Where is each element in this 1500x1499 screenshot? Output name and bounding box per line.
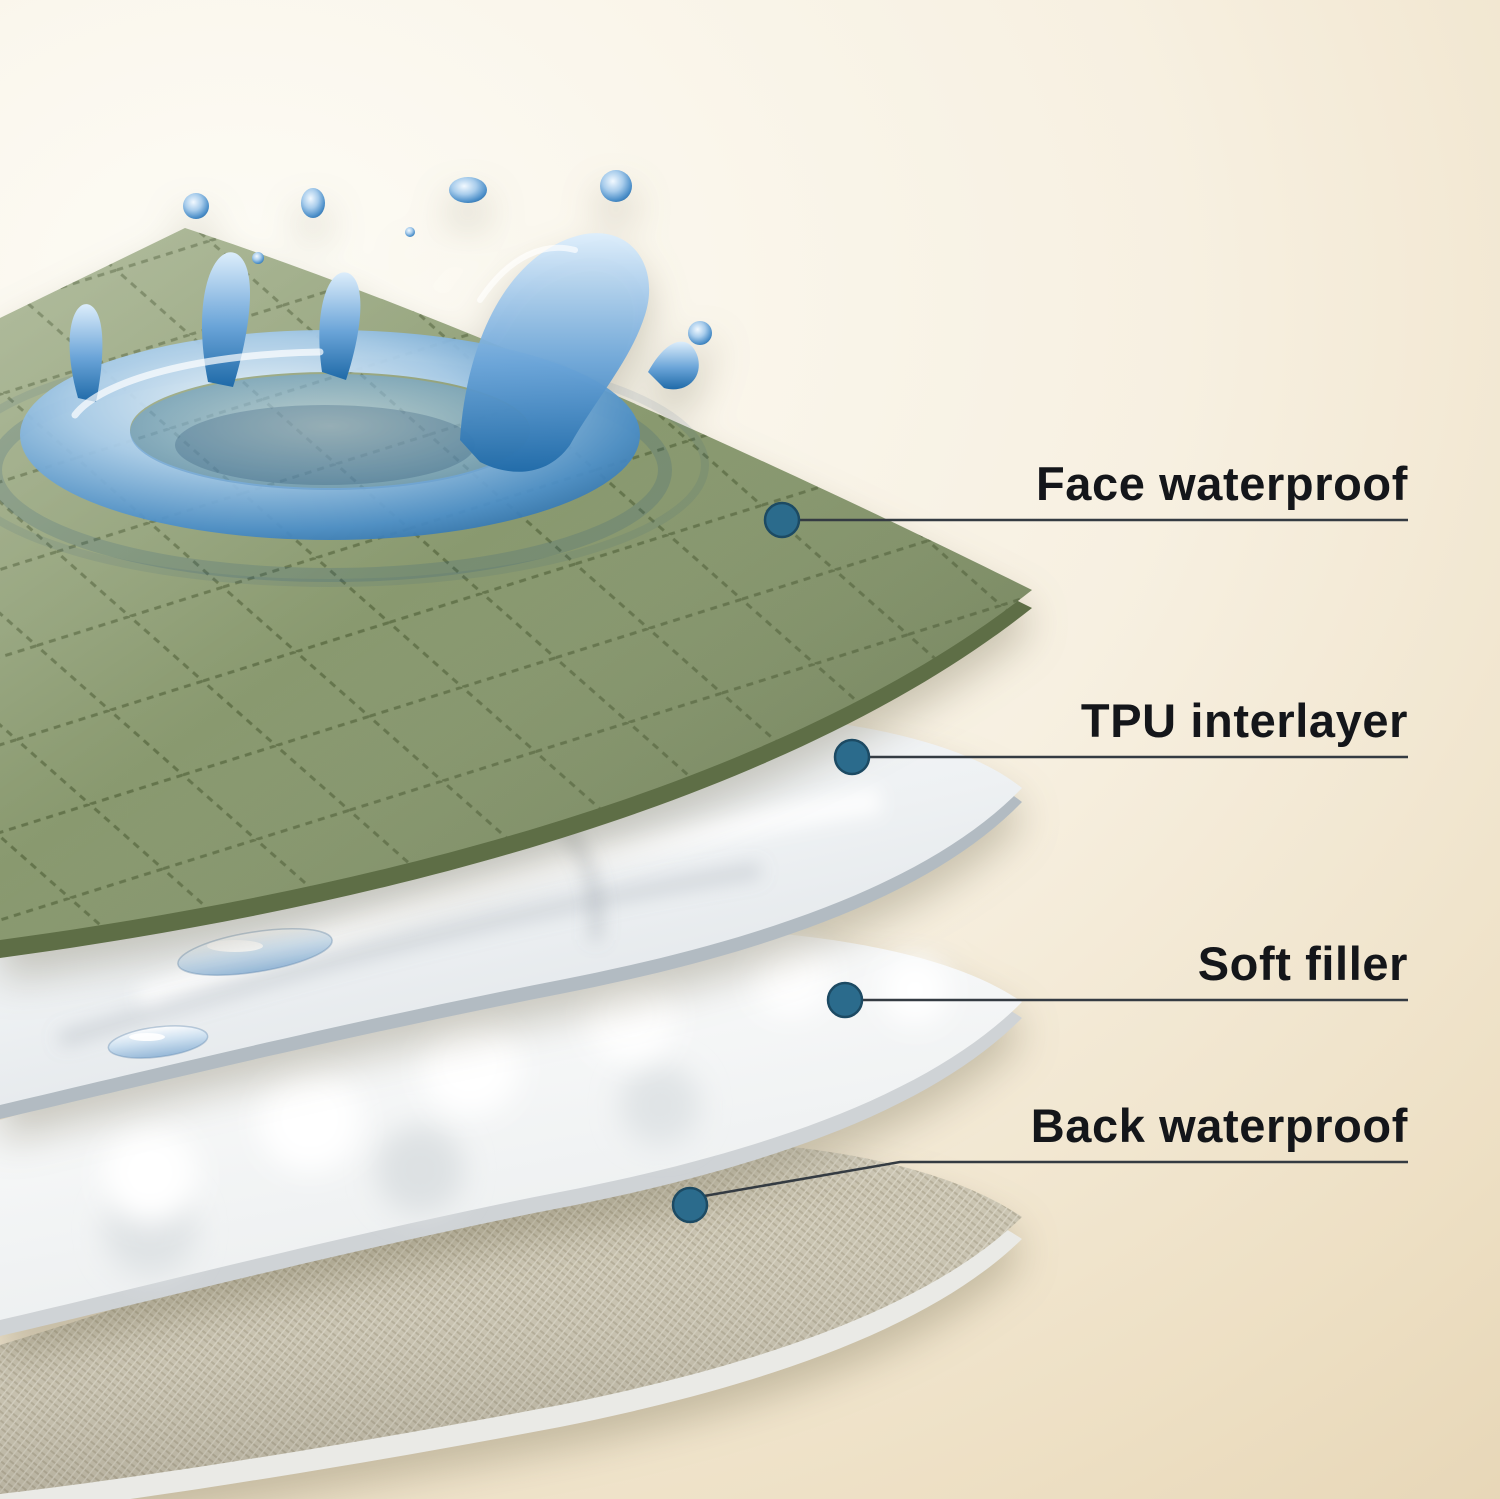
water-droplet: [600, 170, 632, 202]
splash-highlight: [71, 348, 324, 419]
callout-dot-face: [763, 501, 801, 539]
water-droplet: [688, 321, 712, 345]
splash-pool-shadow: [175, 405, 475, 485]
callout-dot-tpu: [833, 738, 871, 776]
back-sheet-sheen: [0, 1142, 1022, 1494]
layer-face-waterproof-sheet: [0, 170, 1032, 958]
water-droplet: [177, 928, 333, 976]
callout-dot-filler: [826, 981, 864, 1019]
splash-spike: [648, 341, 699, 390]
filler-sheet-surface: [0, 930, 1022, 1320]
label-soft-filler: Soft filler: [1197, 937, 1408, 990]
label-face-waterproof: Face waterproof: [1035, 457, 1408, 510]
splash-plume: [460, 233, 650, 472]
label-back-waterproof: Back waterproof: [1030, 1099, 1408, 1152]
splash-spike: [69, 304, 103, 402]
water-droplet: [405, 227, 415, 237]
callout-dot-back: [671, 1186, 709, 1224]
callout-line-back: [703, 1160, 1408, 1198]
splash-pool: [130, 374, 530, 490]
callouts: [671, 501, 1408, 1224]
layer-back-waterproof-sheet: [0, 1142, 1022, 1499]
water-droplet: [449, 177, 487, 203]
label-tpu-interlayer: TPU interlayer: [1080, 694, 1408, 747]
layer-soft-filler-sheet: [0, 930, 1022, 1336]
water-droplet: [301, 188, 325, 218]
layer-tpu-sheet: [0, 713, 1022, 1119]
splash-spike: [201, 252, 251, 387]
water-splash: [0, 170, 712, 587]
water-droplet: [107, 1025, 209, 1059]
filler-fluff-texture: [102, 935, 949, 1276]
water-droplet: [252, 252, 264, 264]
splash-spike: [319, 272, 361, 380]
splash-highlight: [477, 244, 578, 303]
water-droplet: [183, 193, 209, 219]
